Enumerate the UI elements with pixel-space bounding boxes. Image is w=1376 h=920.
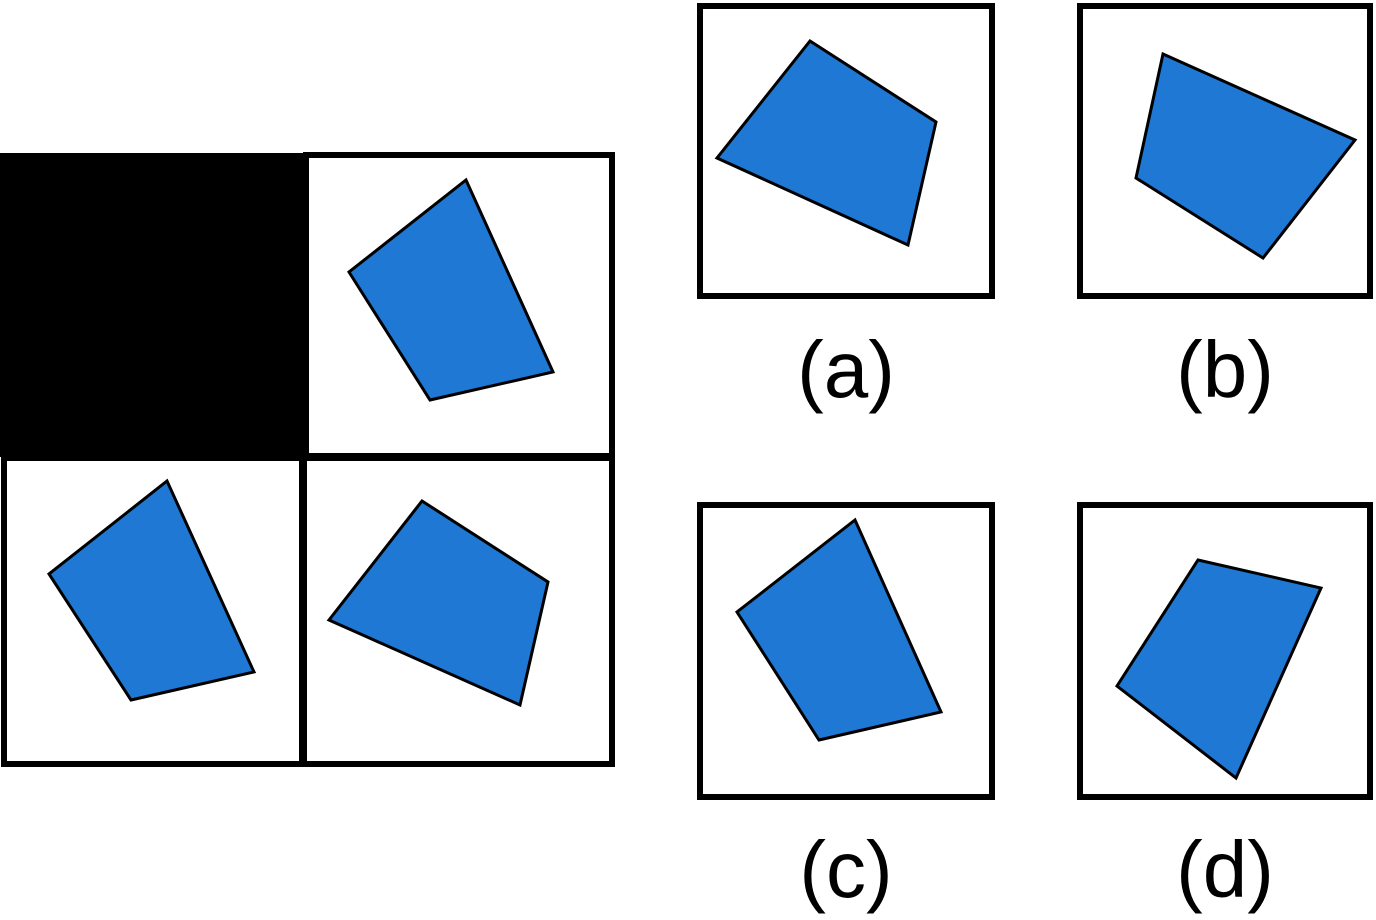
blue-quadrilateral-icon: [347, 177, 556, 402]
option-b[interactable]: [1077, 3, 1373, 299]
blue-quadrilateral-icon: [46, 478, 257, 702]
grid-cell-bottom-right: [301, 455, 615, 767]
blue-quadrilateral-icon: [1114, 558, 1324, 781]
option-c[interactable]: [697, 502, 995, 800]
hidden-cell: [0, 153, 306, 457]
option-a[interactable]: [697, 3, 995, 299]
option-c-label: (c): [799, 825, 893, 914]
grid-cell-top-right: [303, 152, 615, 459]
blue-quadrilateral-icon: [326, 498, 550, 708]
option-d[interactable]: [1077, 502, 1373, 800]
blue-quadrilateral-icon: [1134, 51, 1358, 260]
option-b-label: (b): [1176, 325, 1274, 414]
blue-quadrilateral-icon: [734, 517, 944, 742]
blue-quadrilateral-icon: [714, 39, 938, 248]
puzzle-grid: [0, 152, 615, 767]
option-d-label: (d): [1176, 825, 1274, 914]
option-a-label: (a): [797, 325, 895, 414]
grid-cell-bottom-left: [1, 455, 305, 767]
